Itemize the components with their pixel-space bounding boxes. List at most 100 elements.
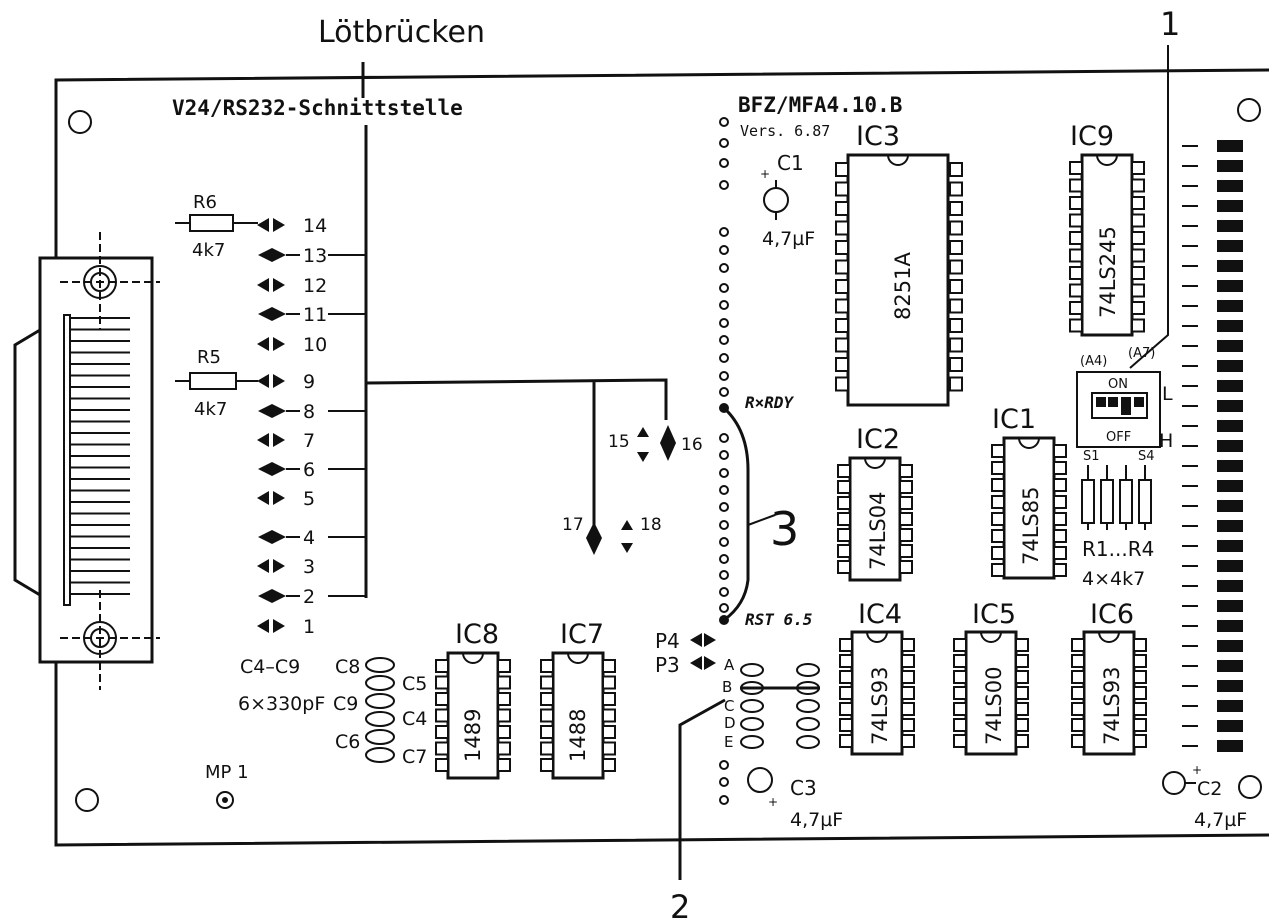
- capacitor-c2: + C2 4,7µF: [1162, 763, 1247, 831]
- jumper-row: 12: [257, 275, 327, 297]
- jumper-row: 3: [257, 556, 315, 578]
- svg-text:74LS85: 74LS85: [1019, 487, 1043, 565]
- svg-text:MP 1: MP 1: [205, 762, 249, 783]
- resistor-r6: R6 4k7: [175, 192, 258, 261]
- pin-column: [719, 117, 729, 805]
- edge-finger: [1217, 560, 1243, 572]
- capacitor-group: C4–C9 6×330pF C8 C5 C9 C4 C6 C7: [238, 656, 427, 768]
- svg-text:IC8: IC8: [455, 619, 499, 650]
- edge-finger: [1217, 600, 1243, 612]
- ic8-1489: IC8 1489: [435, 619, 511, 780]
- svg-text:4,7µF: 4,7µF: [1194, 809, 1247, 831]
- svg-text:P4: P4: [655, 629, 680, 653]
- svg-text:16: 16: [681, 435, 703, 455]
- svg-text:C1: C1: [777, 151, 804, 175]
- jumper-row: 9: [257, 371, 315, 393]
- mounting-hole-tl: [68, 110, 92, 134]
- edge-finger: [1217, 580, 1243, 592]
- jumper-row: 11: [258, 304, 366, 326]
- svg-text:4k7: 4k7: [192, 240, 225, 261]
- svg-text:E: E: [724, 733, 733, 751]
- svg-text:B: B: [722, 678, 732, 696]
- svg-text:IC5: IC5: [972, 599, 1016, 630]
- edge-finger: [1217, 200, 1243, 212]
- svg-text:C2: C2: [1197, 778, 1222, 800]
- resistor-array: R1...R4 4×4k7: [1081, 465, 1154, 590]
- edge-finger: [1217, 480, 1243, 492]
- svg-text:3: 3: [303, 556, 315, 578]
- ic6-74ls93: IC6 74LS93: [1071, 599, 1147, 756]
- svg-text:C4: C4: [402, 708, 427, 730]
- board-id: BFZ/MFA4.10.B: [738, 93, 902, 117]
- svg-text:IC2: IC2: [856, 424, 900, 455]
- svg-text:6×330pF: 6×330pF: [238, 693, 325, 715]
- edge-finger: [1217, 180, 1243, 192]
- svg-text:9: 9: [303, 371, 315, 393]
- svg-text:H: H: [1159, 430, 1173, 452]
- svg-text:18: 18: [640, 515, 662, 535]
- svg-text:4,7µF: 4,7µF: [762, 228, 815, 250]
- svg-text:7: 7: [303, 430, 315, 452]
- svg-text:(A7): (A7): [1128, 346, 1155, 361]
- capacitor-c3: + C3 4,7µF: [747, 767, 843, 831]
- svg-text:2: 2: [303, 586, 315, 608]
- svg-text:C7: C7: [402, 746, 427, 768]
- svg-text:13: 13: [303, 245, 327, 267]
- jumper-row: 5: [257, 488, 315, 510]
- svg-text:S4: S4: [1138, 449, 1155, 464]
- svg-text:10: 10: [303, 334, 327, 356]
- edge-finger: [1217, 140, 1243, 152]
- svg-text:D: D: [724, 714, 736, 732]
- ic9-74ls245: IC9 74LS245: [1069, 121, 1145, 337]
- callout-3-leader: [747, 514, 776, 526]
- svg-text:IC3: IC3: [856, 121, 900, 152]
- jumper-15-16: 15 16: [608, 425, 703, 462]
- edge-finger: [1217, 520, 1243, 532]
- svg-text:R1...R4: R1...R4: [1082, 537, 1154, 561]
- jumper-row: 2: [258, 586, 366, 608]
- dip-switch: (A4) (A7) ON OFF L H S1 S4: [1076, 346, 1173, 464]
- svg-text:74LS93: 74LS93: [868, 667, 892, 745]
- ic1-74ls85: IC1 74LS85: [991, 404, 1067, 580]
- svg-text:C4–C9: C4–C9: [240, 656, 300, 678]
- svg-text:12: 12: [303, 275, 327, 297]
- svg-text:8251A: 8251A: [891, 252, 915, 320]
- svg-text:+: +: [1192, 763, 1202, 777]
- ic4-74ls93: IC4 74LS93: [839, 599, 915, 756]
- jumper-row: 1: [257, 616, 315, 638]
- svg-text:+: +: [768, 795, 778, 809]
- edge-finger: [1217, 300, 1243, 312]
- svg-text:C5: C5: [402, 673, 427, 695]
- edge-finger: [1217, 440, 1243, 452]
- svg-text:+: +: [760, 167, 770, 181]
- svg-text:8: 8: [303, 401, 315, 423]
- ic5-74ls00: IC5 74LS00: [953, 599, 1029, 756]
- board-version: Vers. 6.87: [740, 122, 830, 140]
- jumper-row: 6: [258, 459, 366, 481]
- ic3-8251a: IC3 8251A: [835, 121, 963, 407]
- svg-text:74LS04: 74LS04: [866, 492, 890, 570]
- ic2-74ls04: IC2 74LS04: [837, 424, 913, 582]
- edge-finger: [1217, 220, 1243, 232]
- svg-text:IC6: IC6: [1090, 599, 1134, 630]
- edge-finger: [1217, 660, 1243, 672]
- svg-text:17: 17: [562, 515, 584, 535]
- jumper-17-18: 17 18: [562, 515, 662, 555]
- callout-3: 3: [770, 502, 799, 556]
- edge-finger: [1217, 720, 1243, 732]
- edge-finger: [1217, 340, 1243, 352]
- callout-1: 1: [1160, 5, 1180, 43]
- jumper-bus-branch: [365, 378, 668, 525]
- svg-text:IC4: IC4: [858, 599, 902, 630]
- svg-text:11: 11: [303, 304, 327, 326]
- edge-finger: [1217, 360, 1243, 372]
- rxrdy-link: [722, 406, 750, 622]
- edge-finger: [1217, 740, 1243, 752]
- jumper-row: 14: [257, 215, 327, 237]
- svg-text:(A4): (A4): [1080, 354, 1107, 369]
- ic7-1488: IC7 1488: [540, 619, 616, 780]
- edge-finger: [1217, 320, 1243, 332]
- svg-text:5: 5: [303, 488, 315, 510]
